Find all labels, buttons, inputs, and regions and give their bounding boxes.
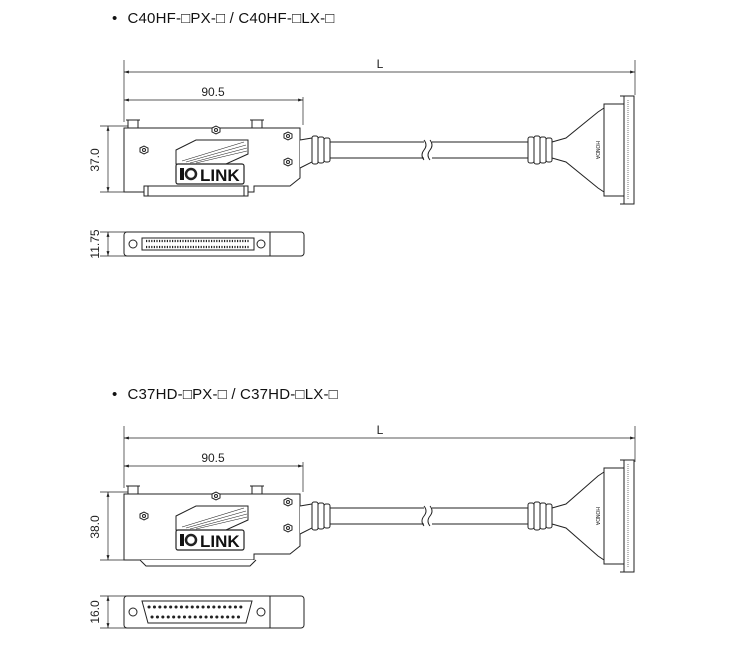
connector-housing: [123, 119, 301, 197]
title-text: C37HD-□PX-□ / C37HD-□LX-□: [127, 386, 338, 403]
cable: [299, 107, 605, 193]
length-label: L: [377, 423, 384, 437]
section-title-c40hf: • C40HF-□PX-□ / C40HF-□LX-□: [112, 10, 335, 27]
plug-label: HONDA: [594, 507, 600, 526]
depth-label: 16.0: [88, 600, 102, 624]
width-label: 90.5: [201, 451, 225, 465]
width-label: 90.5: [201, 85, 225, 99]
brand-logo-text: LINK: [200, 532, 240, 551]
connector-housing: [123, 485, 301, 567]
ribbon-plug: [603, 95, 635, 205]
height-label: 37.0: [88, 148, 102, 172]
ribbon-plug: [603, 459, 635, 573]
side-view: [123, 595, 305, 629]
diagram-c40hf: LINK HONDA: [100, 60, 636, 257]
height-label: 38.0: [88, 515, 102, 539]
length-label: L: [377, 57, 384, 71]
bullet: •: [112, 386, 118, 403]
section-title-c37hd: • C37HD-□PX-□ / C37HD-□LX-□: [112, 386, 338, 403]
bullet: •: [112, 10, 118, 27]
diagram-c37hd: LINK HONDA: [100, 426, 636, 629]
plug-label: HONDA: [594, 141, 600, 160]
depth-label: 11.75: [88, 229, 102, 258]
cable: [299, 471, 605, 561]
brand-logo-text: LINK: [200, 166, 240, 185]
side-view: [123, 231, 305, 257]
title-text: C40HF-□PX-□ / C40HF-□LX-□: [127, 10, 335, 27]
